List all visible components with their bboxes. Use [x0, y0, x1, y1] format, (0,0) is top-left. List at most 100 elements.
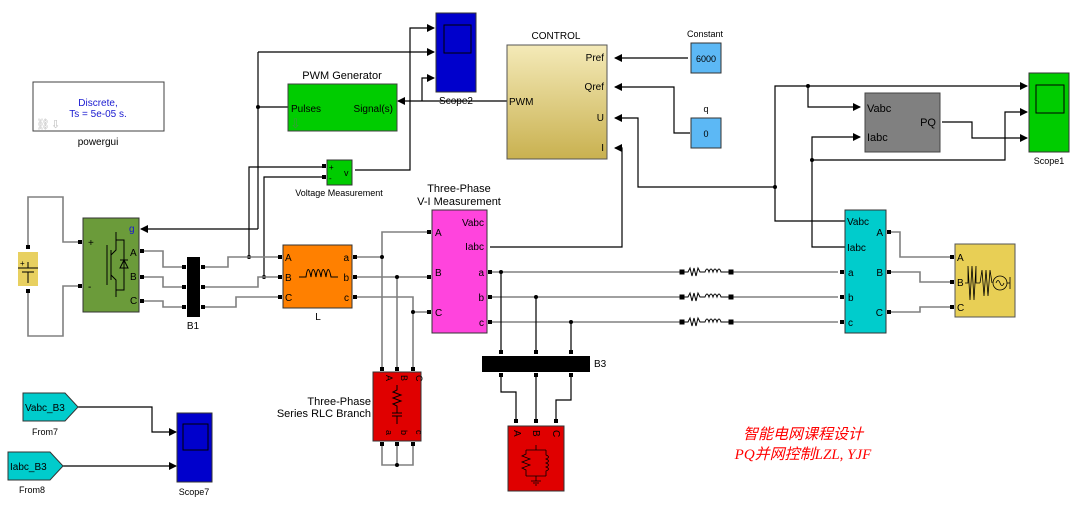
from8-block[interactable]: Iabc_B3 From8 — [7, 451, 64, 495]
bus-b1[interactable]: B1 — [182, 257, 205, 332]
scope1-block[interactable]: Scope1 — [1028, 72, 1070, 166]
vi-title-2: V-I Measurement — [417, 196, 501, 208]
vi2-in-a: a — [848, 268, 854, 279]
voltage-measurement-block[interactable]: + - v Voltage Measurement — [295, 159, 383, 198]
l-port-c-out: c — [344, 293, 349, 304]
bus-b3-label: B3 — [594, 359, 607, 370]
vi-measurement2-block[interactable]: Vabc Iabc a b c A B C — [840, 209, 891, 334]
pwm-generator-block[interactable]: PWM Generator Pulses Signal(s) ⇩ — [287, 70, 398, 132]
pwm-generator-title: PWM Generator — [302, 70, 382, 82]
pq-iabc-port: Iabc — [867, 132, 888, 144]
rlc-bottom-c: c — [414, 430, 424, 435]
dc-plus: + — [20, 259, 25, 268]
vm-minus: - — [329, 174, 332, 183]
load-port-c: C — [550, 430, 561, 437]
powergui-mode: Discrete, — [78, 98, 117, 109]
power-wires — [27, 196, 950, 467]
vi2-in-c: c — [848, 318, 853, 329]
control-block[interactable]: CONTROL PWM Pref Qref U I — [506, 31, 608, 160]
l-port-a-out: a — [343, 253, 349, 264]
rlc-top-b: B — [399, 375, 409, 381]
from7-label: From7 — [32, 427, 58, 437]
rlc-bottom-a: a — [384, 430, 394, 435]
from7-tag: Vabc_B3 — [25, 403, 65, 414]
line-impedance-c — [679, 316, 734, 327]
vi-out-a: a — [478, 268, 484, 279]
inductor-l-block[interactable]: A B C a b c L — [278, 244, 357, 323]
scope1-label: Scope1 — [1034, 156, 1065, 166]
grid-source-block[interactable]: A B C — [950, 243, 1016, 318]
vi-iabc: Iabc — [465, 242, 484, 253]
rl-load-block[interactable]: A B C — [507, 419, 565, 492]
vm-out: v — [344, 168, 349, 178]
bus-b3[interactable]: B3 — [482, 350, 607, 377]
inductor-label: L — [315, 312, 321, 323]
constant-value: 6000 — [696, 54, 716, 64]
control-pwm-port: PWM — [509, 97, 533, 108]
l-port-a: A — [285, 253, 292, 264]
scope7-label: Scope7 — [179, 487, 210, 497]
pq-block[interactable]: Vabc Iabc PQ — [864, 92, 941, 153]
powergui-label: powergui — [78, 137, 119, 148]
rlc-title-2: Series RLC Branch — [277, 408, 371, 420]
line-impedance-b — [679, 291, 734, 302]
inverter-port-a: A — [130, 248, 137, 259]
annotation: 智能电网课程设计 PQ并网控制LZL, YJF — [734, 426, 873, 463]
vi2-in-b: b — [848, 293, 854, 304]
vi-title-1: Three-Phase — [427, 183, 491, 195]
q-value: 0 — [703, 129, 708, 139]
control-pref-port: Pref — [586, 53, 605, 64]
l-port-b-out: b — [343, 273, 349, 284]
grid-port-c: C — [957, 303, 964, 314]
line-impedance-a — [679, 266, 734, 277]
l-port-b: B — [285, 273, 292, 284]
constant-block[interactable]: Constant 6000 — [687, 29, 724, 74]
from7-block[interactable]: Vabc_B3 From7 — [22, 392, 79, 437]
rlc-bottom-b: b — [399, 430, 409, 435]
powergui-sample-time: Ts = 5e-05 s. — [69, 109, 127, 120]
vi-port-a: A — [435, 228, 442, 239]
scope7-block[interactable]: Scope7 — [176, 412, 213, 497]
vi2-out-a: A — [876, 228, 883, 239]
scope2-block[interactable]: Scope2 — [435, 12, 477, 107]
annotation-line-2: PQ并网控制LZL, YJF — [734, 446, 873, 463]
vi2-out-c: C — [876, 308, 883, 319]
vi2-out-b: B — [876, 268, 883, 279]
vi-vabc: Vabc — [462, 218, 484, 229]
pq-out-port: PQ — [920, 117, 936, 129]
control-title: CONTROL — [532, 31, 581, 42]
vi-port-c: C — [435, 308, 442, 319]
vm-plus: + — [329, 163, 334, 172]
line-impedances[interactable] — [679, 266, 734, 327]
q-constant-block[interactable]: q 0 — [690, 104, 722, 149]
powergui-block[interactable]: Discrete, Ts = 5e-05 s. ⛓ ⇩ powergui — [32, 81, 165, 148]
annotation-line-1: 智能电网课程设计 — [743, 426, 865, 443]
rlc-branch-block[interactable]: Three-Phase Series RLC Branch A B C a b … — [277, 367, 424, 446]
inverter-minus: - — [88, 282, 91, 293]
dc-source-block[interactable]: + — [18, 245, 38, 293]
down-arrow-icon: ⇩ — [51, 119, 60, 131]
grid-port-a: A — [957, 253, 964, 264]
rlc-icon — [391, 385, 403, 424]
igbt-icon — [106, 232, 129, 297]
inverter-port-c: C — [130, 296, 137, 307]
coil-icon — [299, 269, 338, 278]
l-port-c: C — [285, 293, 292, 304]
inverter-port-b: B — [130, 272, 137, 283]
vi-port-b: B — [435, 268, 442, 279]
voltage-measurement-label: Voltage Measurement — [295, 188, 383, 198]
down-arrow-icon: ⇩ — [290, 116, 301, 131]
vi-measurement-block[interactable]: Three-Phase V-I Measurement A B C Vabc I… — [417, 183, 501, 334]
rlc-top-a: A — [384, 375, 394, 381]
q-title: q — [703, 104, 708, 114]
pulses-port: Pulses — [291, 104, 321, 115]
signals-port: Signal(s) — [354, 104, 393, 115]
constant-title: Constant — [687, 29, 724, 39]
scope2-label: Scope2 — [439, 96, 473, 107]
inverter-plus: + — [88, 238, 94, 249]
vi2-iabc: Iabc — [847, 243, 866, 254]
grid-port-b: B — [957, 278, 964, 289]
inverter-block[interactable]: + - g A B C — [78, 217, 144, 313]
rlc-title-1: Three-Phase — [307, 396, 371, 408]
